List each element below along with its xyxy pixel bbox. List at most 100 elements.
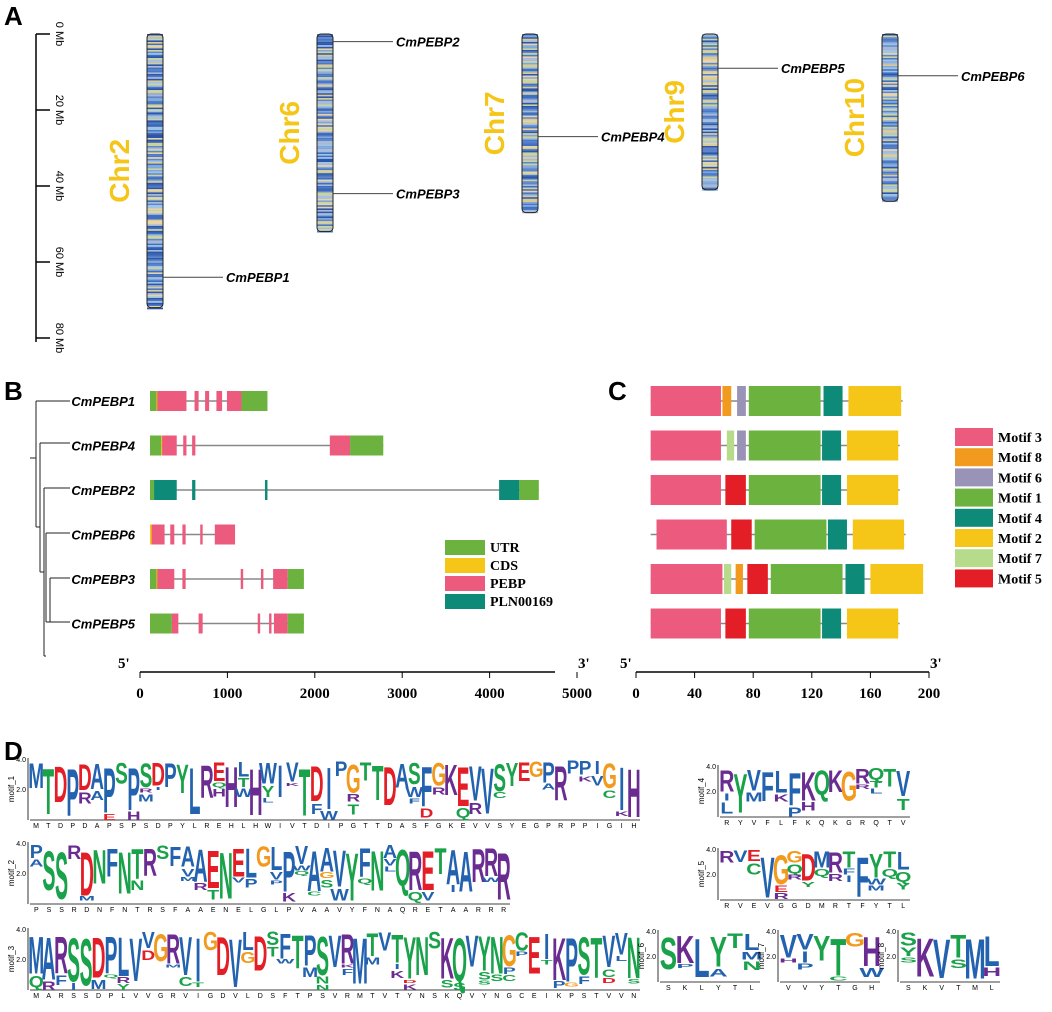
- chromosome-band: [317, 198, 333, 201]
- chromosome-band: [522, 173, 538, 175]
- logo-consensus-char: V: [939, 985, 944, 992]
- scale-tick-label: 40 Mb: [53, 171, 65, 202]
- chromosome-band: [147, 125, 163, 127]
- logo-letter: R: [468, 800, 482, 818]
- logo-letter: Q: [881, 867, 897, 879]
- chromosome-band: [317, 131, 333, 134]
- logo-letter: K: [801, 763, 816, 810]
- logo-letter: M: [813, 847, 831, 873]
- chromosome-band: [317, 152, 333, 155]
- logo-consensus-char: P: [109, 993, 114, 1000]
- motif-row: [650, 475, 900, 505]
- logo-letter: N: [118, 841, 132, 907]
- logo-letter: E: [213, 757, 226, 787]
- chromosome-band: [522, 179, 538, 182]
- logo-consensus-char: S: [432, 993, 437, 1000]
- chromosome-band: [147, 154, 163, 156]
- chromosome-band: [882, 74, 898, 76]
- legend-swatch: [955, 508, 993, 527]
- chromosome-band: [882, 138, 898, 140]
- chromosome-band: [882, 158, 898, 161]
- chromosome-band: [147, 248, 163, 251]
- motif-block-motif4: [822, 430, 842, 461]
- exon-pebp: [151, 524, 165, 545]
- logo-letter: I: [395, 963, 400, 971]
- chromosome-band: [522, 138, 538, 140]
- chromosome-band: [317, 174, 333, 177]
- motif-block-motif4: [823, 386, 843, 416]
- chromosome-band: [702, 182, 718, 185]
- logo-consensus-char: T: [370, 993, 375, 1000]
- logo-consensus-char: A: [46, 993, 51, 1000]
- motif-block-motif3: [650, 386, 721, 416]
- logo-letter: F: [421, 756, 433, 819]
- logo-letter: T: [830, 927, 846, 987]
- chromosome-band: [702, 158, 718, 161]
- chromosome-band: [317, 93, 333, 95]
- chromosome-band: [522, 125, 538, 127]
- logo-letter: A: [90, 758, 104, 798]
- logo-letter: T: [591, 926, 603, 990]
- motif-block-motif4: [822, 608, 842, 639]
- chromosome-band: [522, 77, 538, 79]
- chromosome-band: [882, 59, 898, 62]
- motif-block-motif2: [846, 475, 899, 505]
- chromosome-band: [702, 144, 718, 147]
- logo-letter: R: [554, 756, 568, 811]
- logo-consensus-char: E: [426, 907, 431, 914]
- logo-consensus-char: Y: [407, 993, 412, 1000]
- logo-letter: K: [916, 928, 935, 989]
- logo-consensus-char: T: [395, 993, 400, 1000]
- logo-consensus-char: F: [793, 820, 797, 827]
- logo-ytick: 4.0: [886, 929, 896, 936]
- chromosome-band: [702, 54, 718, 57]
- logo-consensus-char: K: [806, 820, 811, 827]
- chromosome-band: [317, 142, 333, 145]
- logo-consensus-char: N: [375, 907, 380, 914]
- chromosome-band: [147, 290, 163, 292]
- logo-letter: P: [553, 980, 566, 991]
- gene-name: CmPEBP1: [71, 394, 135, 409]
- chromosome-band: [522, 208, 538, 211]
- chromosome-band: [317, 168, 333, 171]
- logo-name: motif_5: [697, 860, 706, 887]
- logo-consensus-char: Q: [400, 907, 406, 914]
- logo-letter: I: [595, 757, 600, 778]
- chromosome-band: [702, 74, 718, 76]
- logo-letter: P: [103, 756, 116, 826]
- logo-consensus-char: A: [325, 907, 330, 914]
- exon-pebp: [214, 524, 236, 545]
- logo-letter: Q: [408, 890, 423, 903]
- chromosome-band: [522, 96, 538, 99]
- logo-letter: H: [212, 787, 226, 799]
- logo-consensus-char: D: [806, 903, 811, 910]
- logo-consensus-char: M: [819, 903, 825, 910]
- chromosome-band: [317, 155, 333, 158]
- logo-consensus-char: N: [494, 993, 499, 1000]
- exon-pebp: [269, 613, 272, 634]
- logo-letter: T: [372, 755, 384, 810]
- logo-letter: P: [164, 756, 177, 794]
- chromosome-band: [147, 301, 163, 303]
- logo-letter: R: [497, 840, 511, 915]
- logo-letter: F: [788, 763, 801, 816]
- chromosome-band: [147, 178, 163, 180]
- logo-letter: W: [866, 878, 887, 886]
- chromosome-band: [317, 134, 333, 137]
- motif-block-motif1: [748, 608, 821, 639]
- logo-letter: G: [602, 756, 617, 796]
- logo-letter: A: [181, 842, 195, 874]
- logo-letter: S: [900, 929, 917, 949]
- chromosome-band: [147, 80, 163, 83]
- logo-ytick: 2.0: [706, 872, 716, 879]
- logo-letter: T: [366, 927, 378, 963]
- motif-row: [650, 386, 903, 416]
- logo-letter: S: [80, 926, 93, 1001]
- logo-ytick: 2.0: [766, 954, 776, 961]
- chromosome-band: [522, 107, 538, 110]
- logo-consensus-char: A: [400, 823, 405, 830]
- chromosome-band: [147, 158, 163, 161]
- chromosome-band: [522, 78, 538, 81]
- chromosome-band: [882, 133, 898, 135]
